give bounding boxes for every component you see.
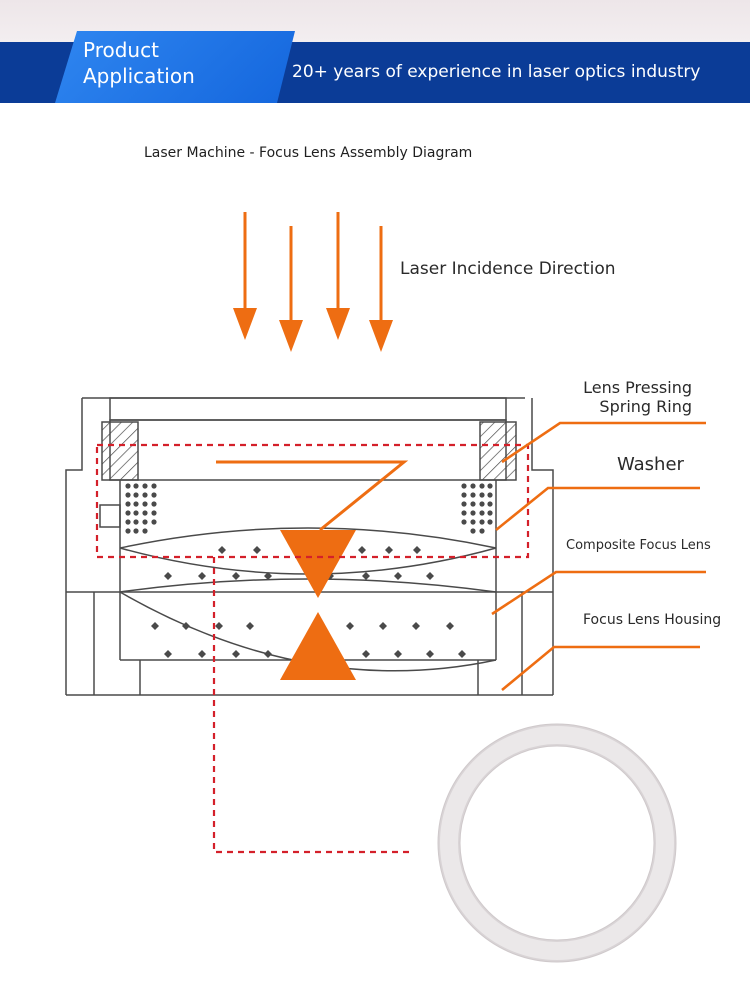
tagline: 20+ years of experience in laser optics … <box>292 62 701 82</box>
leader-lines <box>491 421 706 692</box>
label-spring-ring: Lens Pressing Spring Ring <box>565 378 692 416</box>
washer-callout-dashed <box>95 443 530 854</box>
label-spring-line-2: Spring Ring <box>599 397 692 416</box>
lens-diamond-dots <box>151 546 466 658</box>
product-application-tab[interactable] <box>55 31 295 103</box>
spring-ring <box>101 421 517 481</box>
washer-dots <box>125 483 493 534</box>
laser-arrow-icon <box>326 212 350 340</box>
washer-photo <box>437 723 677 963</box>
focus-triangle-up-icon <box>280 612 356 680</box>
label-laser-incidence: Laser Incidence Direction <box>400 259 616 279</box>
tab-line-1: Product <box>83 38 159 62</box>
laser-beam-path <box>216 460 409 532</box>
product-application-title[interactable]: Product Application <box>83 37 195 89</box>
tab-line-2: Application <box>83 64 195 88</box>
laser-arrow-icon <box>233 212 257 340</box>
focus-triangle-down-icon <box>280 530 356 598</box>
label-lens-housing: Focus Lens Housing <box>583 612 722 628</box>
label-composite-lens: Composite Focus Lens <box>566 538 711 553</box>
laser-arrow-icon <box>369 226 393 352</box>
label-spring-line-1: Lens Pressing <box>583 378 692 397</box>
laser-arrow-icon <box>279 226 303 352</box>
diagram-caption: Laser Machine - Focus Lens Assembly Diag… <box>144 145 473 161</box>
laser-arrows <box>233 212 393 352</box>
label-washer: Washer <box>617 454 684 475</box>
